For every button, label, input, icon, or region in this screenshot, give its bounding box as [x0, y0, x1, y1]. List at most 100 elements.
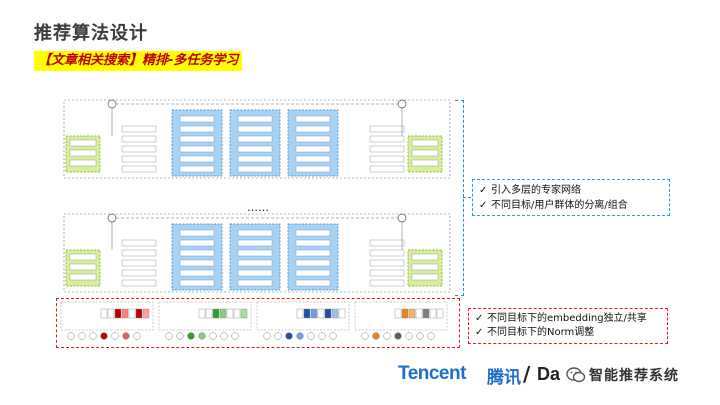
layer-box [295, 125, 331, 133]
layer-box [69, 159, 97, 167]
layer-box [237, 155, 273, 163]
embedding-group [60, 301, 154, 331]
embedding-cell [240, 308, 248, 319]
layer-box [237, 115, 273, 123]
layer-box [411, 139, 439, 147]
embedding-cell [114, 308, 122, 319]
check-icon: ✓ [479, 185, 488, 196]
network-bottom [63, 213, 451, 293]
embedding-cell [436, 308, 444, 319]
embedding-cell [303, 308, 311, 319]
callout-row: ✓ 不同目标下的embedding独立/共享 [475, 312, 661, 326]
embedding-cell [226, 308, 234, 319]
network-svg: …… [63, 99, 451, 293]
layer-box [237, 249, 273, 257]
callout-text: 不同目标下的Norm调整 [487, 327, 595, 338]
layer-box [369, 155, 405, 163]
layer-box [295, 135, 331, 143]
feature-node [372, 332, 380, 340]
layer-box [237, 259, 273, 267]
layer-box [179, 155, 215, 163]
feature-node [285, 332, 293, 340]
layer-box [121, 145, 157, 153]
layer-box [121, 135, 157, 143]
layer-box [121, 259, 157, 267]
multitask-network-diagram: …… [62, 98, 454, 294]
layer-box [369, 269, 405, 277]
layer-box [237, 165, 273, 173]
layer-box [121, 165, 157, 173]
layer-box [295, 145, 331, 153]
layer-box [295, 165, 331, 173]
layer-box [369, 145, 405, 153]
layer-box [179, 259, 215, 267]
layer-box [121, 279, 157, 287]
layer-box [295, 155, 331, 163]
layer-box [179, 279, 215, 287]
feature-node [176, 332, 184, 340]
feature-node [296, 332, 304, 340]
tencent-logo: Tencent [398, 363, 466, 384]
layer-box [369, 279, 405, 287]
layer-box [237, 229, 273, 237]
layer-box [295, 259, 331, 267]
layer-box [369, 239, 405, 247]
callout-row: ✓ 不同目标下的Norm调整 [475, 326, 661, 340]
embedding-cell [212, 308, 220, 319]
layer-box [237, 125, 273, 133]
feature-node [187, 332, 195, 340]
embedding-cell [205, 308, 213, 319]
embedding-cell [338, 308, 346, 319]
layer-box [179, 135, 215, 143]
layer-box [369, 125, 405, 133]
layer-box [179, 249, 215, 257]
feature-node [405, 332, 413, 340]
layer-box [295, 269, 331, 277]
embedding-cell [317, 308, 325, 319]
feature-node [89, 332, 97, 340]
feature-node [111, 332, 119, 340]
wechat-watermark: 智能推荐系统 [566, 364, 700, 386]
layer-box [369, 259, 405, 267]
embedding-group [256, 301, 350, 331]
feature-node [133, 332, 141, 340]
layer-box [121, 249, 157, 257]
feature-node [67, 332, 75, 340]
feature-node [274, 332, 282, 340]
embedding-group [158, 301, 252, 331]
footer-slash: / [523, 362, 531, 386]
layer-box [295, 279, 331, 287]
layer-box [411, 159, 439, 167]
check-icon: ✓ [475, 313, 484, 324]
callout-row: ✓ 不同目标/用户群体的分离/组合 [479, 198, 663, 213]
page-subtitle: 【文章相关搜索】精排-多任务学习 [34, 51, 243, 71]
layer-box [69, 139, 97, 147]
merge-node [107, 99, 117, 109]
layer-box [369, 135, 405, 143]
callout-text: 引入多层的专家网络 [491, 185, 581, 196]
layer-box [237, 145, 273, 153]
embedding-cell [408, 308, 416, 319]
embedding-cell [219, 308, 227, 319]
embedding-cell [233, 308, 241, 319]
network-top [63, 99, 451, 179]
embedding-cell [331, 308, 339, 319]
network-frame [63, 99, 451, 179]
layer-box [69, 273, 97, 281]
feature-node [383, 332, 391, 340]
layer-box [121, 239, 157, 247]
layer-box [179, 229, 215, 237]
feature-node [165, 332, 173, 340]
layer-box [369, 165, 405, 173]
feature-node [220, 332, 228, 340]
embedding-cell [422, 308, 430, 319]
page-title: 推荐算法设计 [34, 23, 148, 44]
embedding-cell [142, 308, 150, 319]
embedding-cell [198, 308, 206, 319]
layer-box [237, 279, 273, 287]
expert-network-callout: ✓ 引入多层的专家网络 ✓ 不同目标/用户群体的分离/组合 [472, 179, 670, 216]
layer-box [295, 249, 331, 257]
feature-node [361, 332, 369, 340]
layer-box [411, 263, 439, 271]
layer-box [179, 125, 215, 133]
